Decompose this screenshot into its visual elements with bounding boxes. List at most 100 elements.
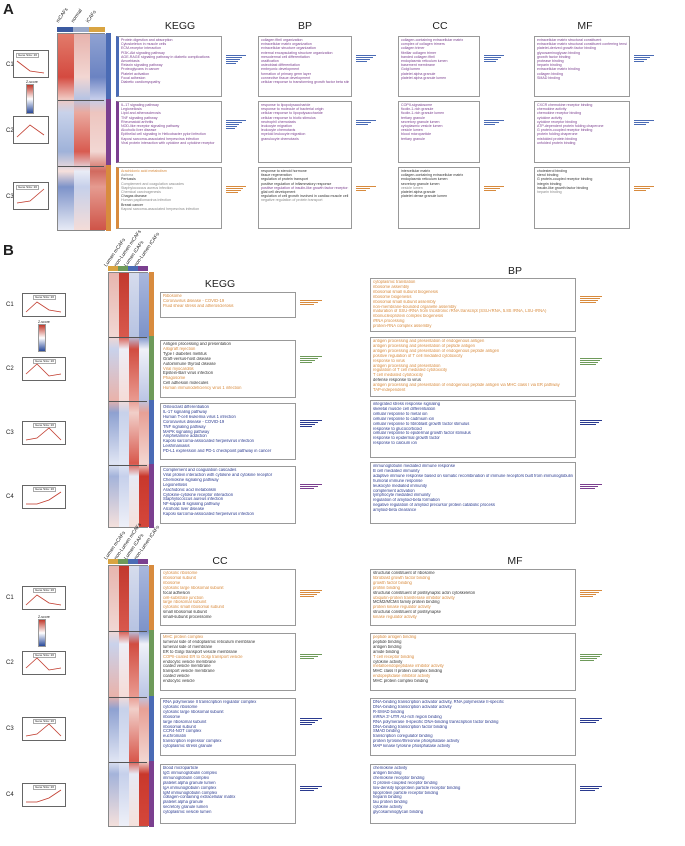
b-mf-c2: peptide antigen binding peptide binding …	[370, 633, 576, 691]
enrichment-term: collagen-containing extracellular matrix	[401, 173, 464, 178]
enrichment-term: complex of collagen trimers	[401, 42, 445, 47]
enrichment-term: Cytoskeleton in muscle cells	[121, 42, 167, 47]
enrichment-term: antigen processing and presentation of p…	[373, 343, 475, 348]
b-kegg-c3: Osteoclast differentiation IL-17 signali…	[160, 403, 296, 460]
b-mf-c1: structural constituent of ribosome fibro…	[370, 569, 576, 626]
enrichment-term: COPII-signalosome	[401, 103, 433, 107]
enrichment-term: collagen trimer	[401, 46, 425, 51]
enrichment-term: maturation of SSU-rRNA from tricistronic…	[373, 309, 547, 314]
b-bp-c3: integrated stress response signaling ske…	[370, 400, 576, 458]
enrichment-term: fibrillar collagen trimer	[401, 50, 437, 55]
gene-size-plot-a-c3: Gene Size: 20	[13, 182, 49, 210]
a-bars-kegg-c2	[226, 120, 248, 130]
enrichment-term: Autoimmune thyroid disease	[163, 361, 216, 366]
enrichment-term: immunoglobulin mediated immune response	[373, 464, 456, 468]
enrichment-term: cytosolic large ribosomal subunit	[163, 709, 224, 714]
a-bars-cc-c3	[484, 186, 506, 192]
enrichment-term: Focal adhesion	[121, 75, 146, 80]
enrichment-term: immunoglobulin complex	[163, 775, 210, 780]
col-label: iCAFs	[85, 9, 98, 24]
enrichment-term: small-subunit processome	[163, 615, 212, 620]
enrichment-term: transcription repressor complex	[163, 739, 222, 744]
enrichment-term: response to epidermal growth factor	[373, 436, 440, 441]
enrichment-term: DNA-binding transcription activator acti…	[373, 704, 452, 709]
b-bars-cc-c1	[300, 590, 322, 598]
enrichment-term: TAP-independent	[373, 388, 406, 393]
b-top-bar-c2	[149, 336, 154, 400]
enrichment-term: response to virus	[373, 358, 405, 363]
enrichment-term: MHC protein complex binding	[373, 679, 428, 684]
b-cc-c3: RNA polymerase II transcription regulato…	[160, 698, 296, 756]
enrichment-term: lumenal side of endoplasmic reticulum me…	[163, 639, 256, 644]
b-bars-cc-c4	[300, 786, 322, 792]
enrichment-term: lymphocyte mediated immunity	[373, 493, 431, 498]
panel-b-letter: B	[3, 242, 14, 259]
enrichment-term: antigen binding	[373, 770, 402, 775]
enrichment-term: platelet alpha granule lumen	[163, 780, 216, 785]
enrichment-term: cytokine activity	[537, 115, 563, 120]
enrichment-term: chemokine activity	[537, 107, 567, 112]
header-b-kegg: KEGG	[204, 278, 236, 290]
enrichment-term: extracellular structure organization	[261, 46, 316, 51]
enrichment-term: positive regulation of T cell mediated c…	[373, 353, 463, 358]
enrichment-term: Golgi lumen	[401, 67, 421, 72]
enrichment-term: growth factor binding	[537, 54, 571, 59]
enrichment-term: SMAD binding	[373, 729, 400, 734]
panel-a-group-strip	[57, 27, 105, 32]
enrichment-term: tissue regeneration	[261, 173, 292, 178]
enrichment-term: CXCR chemokine receptor binding	[537, 103, 593, 107]
enrichment-term: cytoplasmic vesicle lumen	[401, 124, 443, 129]
enrichment-term: embryonic development	[261, 67, 300, 72]
enrichment-term: amide binding	[373, 649, 400, 654]
enrichment-term: extracellular matrix structural constitu…	[537, 38, 602, 42]
enrichment-term: lumenal side of membrane	[163, 644, 213, 649]
gene-size-plot-b-c1: Gene Size: 20	[22, 293, 66, 317]
enrichment-term: ribosomal small subunit biogenesis	[373, 289, 438, 294]
enrichment-term: large ribosomal subunit	[163, 719, 207, 724]
b-mf-c4: chemokine activity antigen binding chemo…	[370, 764, 576, 824]
header-bp: BP	[297, 20, 312, 32]
b-bars-mf-c4	[580, 786, 602, 792]
cluster-label-c3: C3	[6, 194, 14, 200]
enrichment-term: MHC protein complex	[163, 635, 204, 639]
enrichment-term: Complement and coagulation cascades	[163, 468, 237, 472]
enrichment-term: Viral protein interaction with cytokine …	[121, 140, 215, 145]
enrichment-term: chemokine receptor binding	[537, 111, 582, 116]
gene-size-plot-b2-c4: Gene Size: 20	[22, 783, 66, 807]
enrichment-term: platelet alpha granule	[401, 190, 436, 195]
enrichment-term: G protein-coupled receptor binding	[373, 780, 438, 785]
enrichment-term: ribosome	[163, 580, 181, 585]
enrichment-term: Osteoclast differentiation	[163, 405, 210, 409]
enrichment-term: antigen binding	[373, 644, 402, 649]
enrichment-term: insulin-like growth factor binding	[537, 185, 589, 190]
a-bars-mf-c2	[634, 120, 656, 126]
header-b-cc: CC	[212, 555, 228, 567]
enrichment-term: tau protein binding	[373, 800, 408, 805]
enrichment-term: skeletal muscle cell differentiation	[373, 406, 436, 411]
enrichment-term: leukocyte chemotaxis	[261, 128, 296, 133]
enrichment-term: Type I diabetes mellitus	[163, 351, 207, 356]
enrichment-term: non-membrane-bounded organelle assembly	[373, 304, 457, 309]
b-bars-mf-c3	[580, 718, 602, 724]
enrichment-term: response to glucocorticoid	[373, 426, 422, 431]
enrichment-term: Alcoholic liver disease	[121, 128, 157, 133]
enrichment-term: basement membrane	[401, 63, 435, 68]
enrichment-term: Leishmaniasis	[163, 444, 190, 449]
enrichment-term: extracellular matrix organization	[261, 42, 312, 47]
panel-a-cluster-bar-c1	[106, 33, 111, 99]
enrichment-term: rRNA processing	[373, 319, 405, 324]
enrichment-term: protein kinase regulator activity	[373, 605, 431, 610]
enrichment-term: AGE-RAGE signaling pathway in diabetic c…	[121, 54, 210, 59]
a-kegg-c2: IL-17 signaling pathway Legionellosis Li…	[116, 101, 222, 163]
enrichment-term: kinase regulator activity	[373, 615, 417, 620]
b-bars-cc-c3	[300, 718, 322, 726]
enrichment-term: cholesterol binding	[537, 169, 567, 173]
a-cc-c3: intercellular matrix collagen-containing…	[398, 167, 480, 229]
enrichment-term: G protein-coupled receptor binding	[537, 128, 593, 133]
enrichment-term: low-density lipoprotein particle recepto…	[373, 785, 461, 790]
enrichment-term: Staphylococcus aureus infection	[163, 497, 224, 502]
enrichment-term: Kaposi sarcoma-associated herpesvirus in…	[121, 136, 200, 141]
a-kegg-c1: Protein digestion and absorption Cytoske…	[116, 36, 222, 97]
gene-size-plot-b2-c2: Gene Size: 20	[22, 651, 66, 675]
b-bp-c1: cytoplasmic translation ribosome assembl…	[370, 278, 576, 332]
